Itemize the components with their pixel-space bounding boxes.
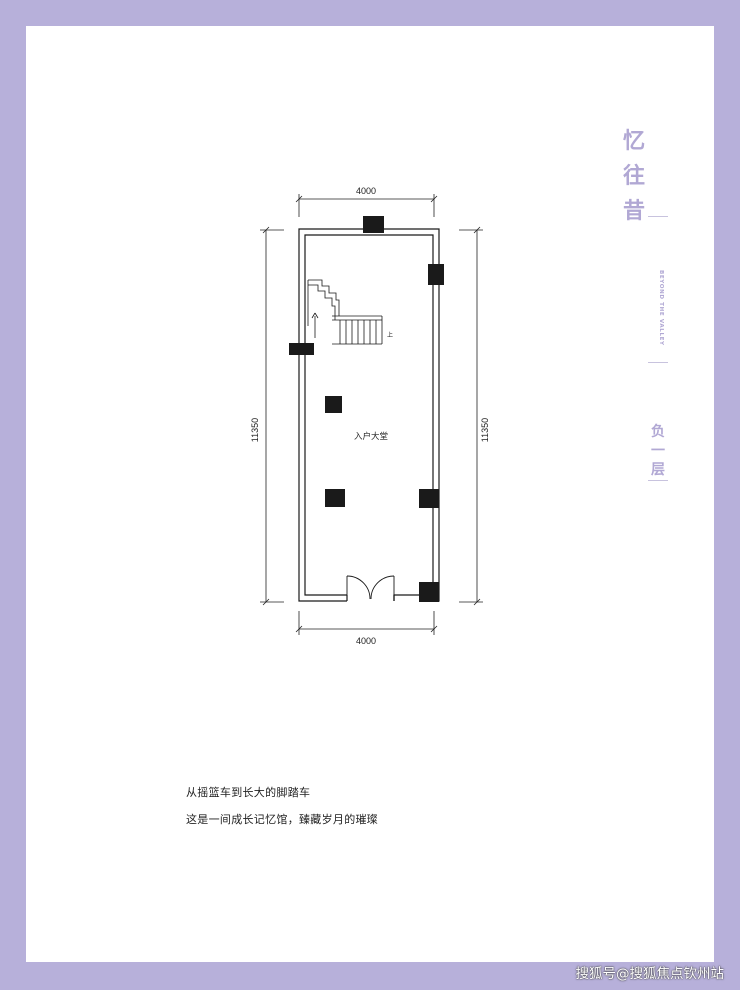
column xyxy=(419,489,439,508)
stair-up-label: 上 xyxy=(387,331,393,339)
divider-rule xyxy=(648,216,668,217)
floor-plan: 4000 4000 11350 xyxy=(250,186,490,646)
column xyxy=(363,216,384,233)
dimension-left xyxy=(260,226,284,606)
column xyxy=(325,489,345,507)
column xyxy=(428,264,444,285)
dim-top-label: 4000 xyxy=(356,186,376,196)
column xyxy=(325,396,342,413)
title-char: 往 xyxy=(622,164,645,189)
watermark: 搜狐号@搜狐焦点钦州站 xyxy=(575,966,725,982)
floor-label-vertical: 负 一 层 xyxy=(648,423,668,480)
columns xyxy=(289,216,444,602)
subtitle-english: BEYOND THE VALLEY xyxy=(658,270,664,346)
title-vertical: 忆 往 昔 xyxy=(622,124,646,229)
entry-door xyxy=(346,575,395,601)
dim-bottom-label: 4000 xyxy=(356,636,376,646)
divider-rule xyxy=(648,362,668,363)
room-label: 入户大堂 xyxy=(354,431,388,442)
walls xyxy=(298,228,440,602)
floor-char: 层 xyxy=(651,462,665,478)
column xyxy=(419,582,439,602)
floor-char: 负 xyxy=(651,424,665,440)
content-card: 4000 4000 11350 xyxy=(26,26,714,962)
title-char: 忆 xyxy=(622,129,645,154)
caption-line-2: 这是一间成长记忆馆，臻藏岁月的璀璨 xyxy=(186,813,379,826)
title-char: 昔 xyxy=(622,199,645,224)
dimension-bottom xyxy=(295,611,438,635)
column xyxy=(289,343,314,355)
dim-right-label: 11350 xyxy=(480,418,490,442)
staircase xyxy=(307,279,383,345)
dimension-top xyxy=(295,194,438,217)
floor-char: 一 xyxy=(651,443,665,459)
divider-rule xyxy=(648,480,668,481)
caption-line-1: 从摇篮车到长大的脚踏车 xyxy=(186,786,311,799)
dimension-right xyxy=(459,226,483,606)
dim-left-label: 11350 xyxy=(250,418,260,442)
